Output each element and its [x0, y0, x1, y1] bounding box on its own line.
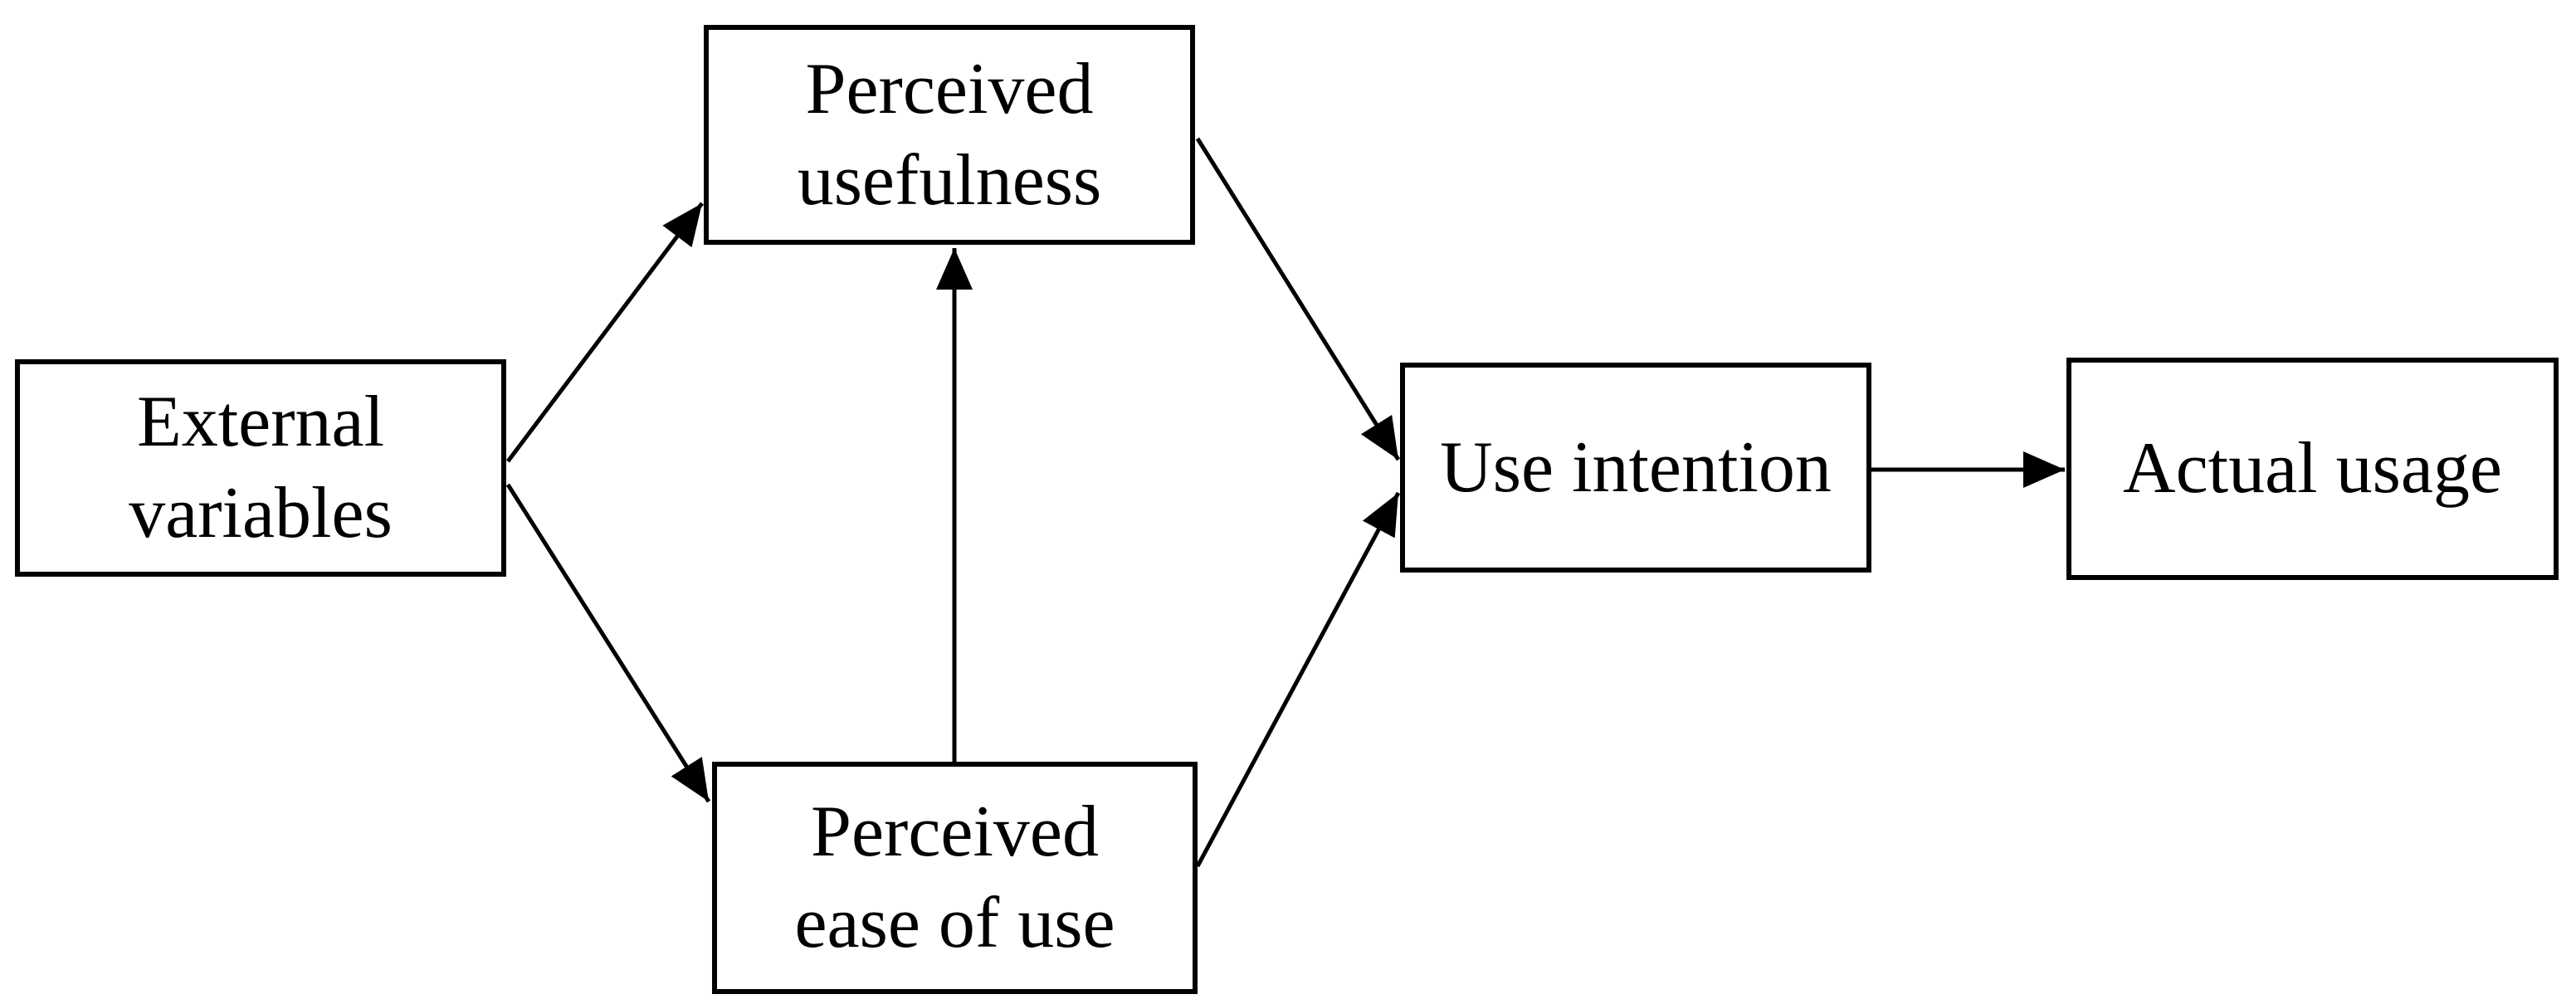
arrow-external-variables-to-perceived-ease-of-use [505, 483, 711, 803]
node-actual-usage-label: Actual usage [2123, 428, 2502, 509]
node-external-variables: External variables [15, 359, 506, 577]
node-use-intention: Use intention [1400, 363, 1871, 573]
node-external-variables-label: External variables [129, 382, 393, 553]
node-perceived-ease-of-use: Perceived ease of use [712, 762, 1198, 994]
node-perceived-ease-of-use-label: Perceived ease of use [794, 792, 1115, 963]
arrow-perceived-usefulness-to-use-intention [1195, 137, 1401, 461]
arrow-external-variables-to-perceived-usefulness [506, 202, 704, 463]
node-actual-usage: Actual usage [2066, 358, 2559, 580]
node-perceived-usefulness: Perceived usefulness [704, 25, 1195, 245]
arrow-perceived-ease-of-use-to-use-intention [1195, 491, 1401, 868]
node-use-intention-label: Use intention [1440, 426, 1832, 508]
node-perceived-usefulness-label: Perceived usefulness [797, 48, 1102, 221]
